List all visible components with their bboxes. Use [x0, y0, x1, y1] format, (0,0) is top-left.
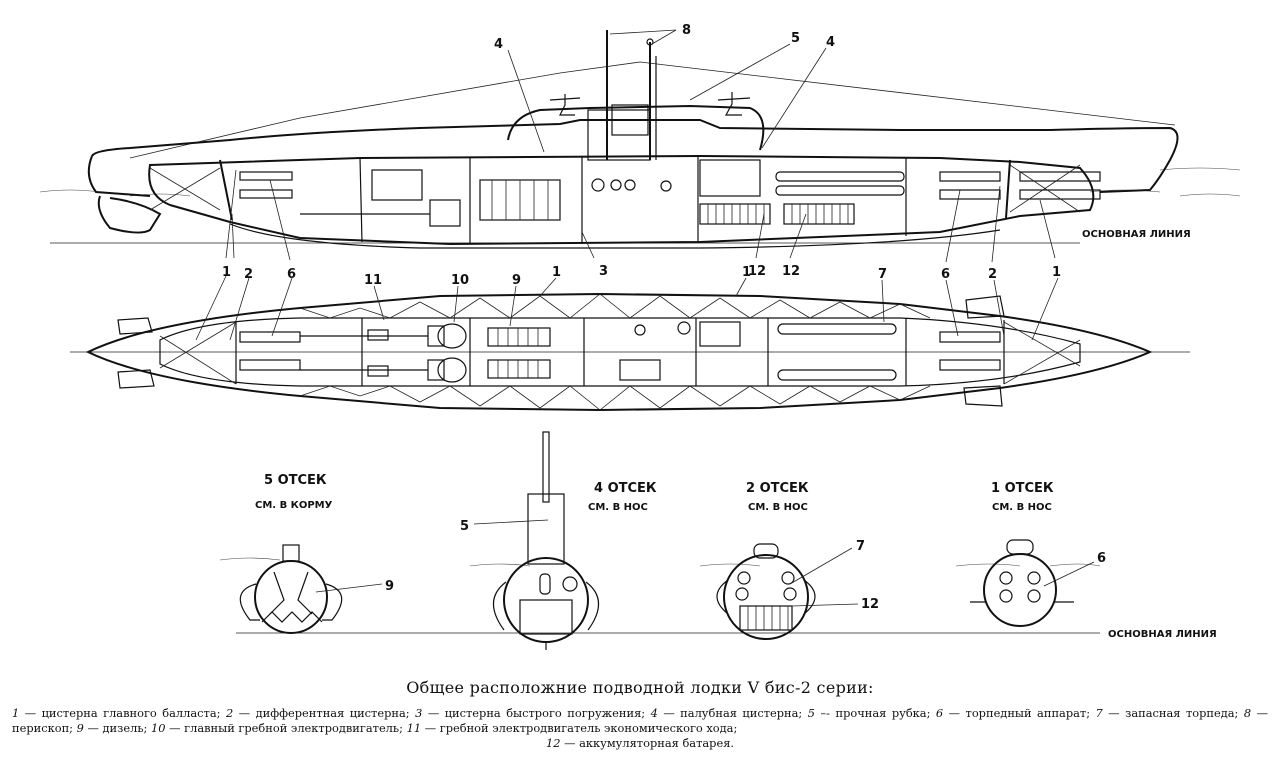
- plan-main-motors: [427, 323, 467, 383]
- aft-torpedo-tubes: [149, 167, 293, 211]
- legend-entry-8: 8 — перископ;: [12, 706, 1268, 735]
- plan-control-room: [619, 321, 741, 381]
- section-2: 2 ОТСЕК СМ. В НОС 7 12: [716, 481, 879, 640]
- section-4-title: 4 ОТСЕК: [594, 481, 657, 496]
- side-elevation-view: ОСНОВНАЯ ЛИНИЯ: [39, 23, 1241, 279]
- figure-legend: 1 — цистерна главного балласта; 2 — дифф…: [12, 706, 1268, 751]
- electric-motors-side: [300, 169, 461, 227]
- plan-outer-hull: [85, 292, 1153, 412]
- callout-periscope: 8: [682, 23, 691, 38]
- diesel-engines-side: [479, 179, 561, 221]
- conning-tower-fairing: [507, 104, 765, 151]
- callout-battery-fwd: 12: [782, 264, 800, 279]
- legend-entry-6: 6 — торпедный аппарат;: [935, 706, 1091, 720]
- stern-section: [87, 155, 162, 234]
- section-2-callout-12: 12: [861, 597, 879, 612]
- plan-view: 1 2 6 11 10 9 1 1 7 6 2 1: [70, 169, 1190, 412]
- legend-entry-11: 11 — гребной электродвигатель экономичес…: [406, 721, 738, 735]
- plan-callout-6-aft: 6: [287, 267, 296, 282]
- section-1: 1 ОТСЕК СМ. В НОС 6: [970, 481, 1106, 627]
- legend-entry-12: 12 — аккумуляторная батарея.: [545, 736, 735, 750]
- plan-bulkheads: [235, 318, 1005, 386]
- section-1-title: 1 ОТСЕК: [991, 481, 1054, 496]
- section-5-callout: 9: [385, 579, 394, 594]
- superstructure-casing: [91, 119, 1179, 193]
- callout-pressure-tower: 5: [791, 31, 800, 46]
- section-1-subtitle: СМ. В НОС: [992, 502, 1052, 513]
- control-room-equipment: [591, 159, 761, 197]
- callout-battery-aft: 12: [748, 264, 766, 279]
- plan-callout-1-aft: 1: [222, 265, 231, 280]
- legend-entry-7: 7 — запасная торпеда;: [1095, 706, 1239, 720]
- baseline-label-bottom: ОСНОВНАЯ ЛИНИЯ: [1108, 629, 1217, 640]
- plan-callout-1-fwd: 1: [742, 265, 751, 280]
- plan-callout-1-bow: 1: [1052, 265, 1061, 280]
- section-4-subtitle: СМ. В НОС: [588, 502, 648, 513]
- section-2-title: 2 ОТСЕК: [746, 481, 809, 496]
- plan-callout-7: 7: [878, 267, 887, 282]
- section-2-subtitle: СМ. В НОС: [748, 502, 808, 513]
- pressure-hull: [148, 154, 1095, 246]
- section-5-title: 5 ОТСЕК: [264, 473, 327, 488]
- bow-torpedo-tubes: [939, 164, 1101, 213]
- plan-callout-11: 11: [364, 273, 382, 288]
- callout-quick-dive-tank: 3: [599, 264, 608, 279]
- side-bulkheads: [219, 157, 1011, 244]
- legend-entry-10: 10 — главный гребной электродвигатель;: [151, 721, 403, 735]
- section-5-subtitle: СМ. В КОРМУ: [255, 500, 333, 511]
- section-1-callout: 6: [1097, 551, 1106, 566]
- spare-torpedoes-side: [775, 171, 905, 196]
- legend-entry-5: 5 –- прочная рубка;: [807, 706, 931, 720]
- legend-entry-4: 4 — палубная цистерна;: [650, 706, 803, 720]
- battery-side: [699, 203, 855, 225]
- plan-callout-2-fwd: 2: [988, 267, 997, 282]
- legend-entry-2: 2 — дифферентная цистерна;: [225, 706, 410, 720]
- baseline-label-top: ОСНОВНАЯ ЛИНИЯ: [1082, 229, 1191, 240]
- figure-caption: Общее расположние подводной лодки V бис-…: [406, 678, 874, 697]
- plan-callout-2-aft: 2: [244, 267, 253, 282]
- plan-callout-9: 9: [512, 273, 521, 288]
- section-4: 4 ОТСЕК СМ. В НОС 5: [460, 431, 657, 650]
- plan-spare-torpedoes: [777, 323, 897, 381]
- section-2-callout-7: 7: [856, 539, 865, 554]
- plan-diesels: [487, 327, 551, 379]
- waterline-top: [39, 167, 1241, 197]
- legend-entry-3: 3 — цистерна быстрого погружения;: [415, 706, 646, 720]
- plan-callout-6-fwd: 6: [941, 267, 950, 282]
- legend-entry-9: 9 — дизель;: [76, 721, 148, 735]
- legend-entry-1: 1 — цистерна главного балласта;: [12, 706, 221, 720]
- section-5: 5 ОТСЕК СМ. В КОРМУ 9: [239, 473, 394, 634]
- plan-economy-motors: [300, 329, 428, 377]
- cross-sections: ОСНОВНАЯ ЛИНИЯ 5 ОТСЕК СМ. В КОРМУ 9 4 О…: [219, 431, 1217, 650]
- plan-callout-1-mid: 1: [552, 265, 561, 280]
- submarine-general-arrangement-drawing: ОСНОВНАЯ ЛИНИЯ: [39, 23, 1241, 650]
- section-4-callout: 5: [460, 519, 469, 534]
- plan-callout-10: 10: [451, 273, 469, 288]
- callout-deck-tank-fwd: 4: [826, 35, 835, 50]
- callout-deck-tank-aft: 4: [494, 37, 503, 52]
